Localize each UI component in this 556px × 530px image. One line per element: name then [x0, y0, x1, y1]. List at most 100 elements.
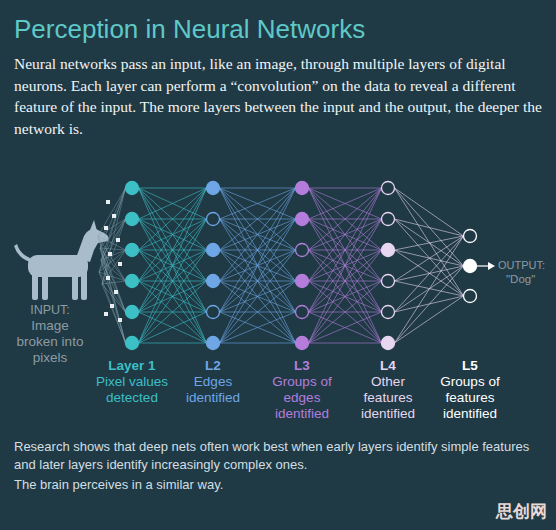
neuron — [296, 337, 309, 350]
connection-line — [220, 188, 296, 312]
connection-line — [309, 219, 382, 343]
pixel-square — [118, 318, 122, 322]
connection-line — [220, 188, 296, 343]
connection-line — [395, 188, 464, 296]
neuron — [382, 306, 395, 319]
output-arrow — [477, 265, 491, 266]
pixel-line — [99, 219, 126, 272]
layer-description: Edges identified — [173, 374, 253, 406]
connection-line — [139, 188, 207, 312]
neuron — [464, 260, 477, 273]
watermark: 思创网 — [496, 500, 547, 523]
note-text: The brain perceives in a similar way. — [14, 476, 544, 494]
connection-line — [309, 250, 382, 343]
connection-line — [220, 188, 296, 250]
connection-line — [220, 188, 296, 189]
pixel-square — [108, 252, 112, 256]
layer-name: Layer 1 — [94, 358, 170, 374]
neuron — [207, 275, 220, 288]
connection-line — [309, 281, 382, 343]
pixel-square — [106, 200, 110, 204]
connection-line — [139, 188, 207, 219]
connection-line — [309, 312, 382, 343]
connection-line — [220, 219, 296, 343]
layer-name: L4 — [348, 358, 428, 374]
connection-line — [139, 188, 207, 250]
pixel-line — [102, 250, 126, 284]
neuron — [382, 182, 395, 195]
connection-line — [309, 343, 382, 344]
connection-line — [220, 188, 296, 281]
neuron — [382, 337, 395, 350]
layer-description: Groups of features identified — [428, 374, 512, 422]
pixel-square — [118, 262, 122, 266]
connection-line — [309, 188, 382, 281]
connection-line — [139, 188, 207, 281]
neuron — [296, 275, 309, 288]
connection-line — [395, 266, 464, 343]
connection-line — [139, 312, 207, 343]
connection-line — [220, 219, 296, 343]
input-description: Image broken into pixels — [12, 318, 88, 366]
connection-line — [309, 281, 382, 343]
connection-line — [309, 312, 382, 343]
neuron — [296, 306, 309, 319]
neuron — [464, 290, 477, 303]
connection-line — [309, 188, 382, 219]
neuron — [207, 244, 220, 257]
connection-line — [139, 188, 207, 250]
pixel-square — [112, 214, 116, 218]
connection-line — [139, 281, 207, 343]
connection-line — [395, 281, 464, 296]
connection-line — [309, 188, 382, 312]
connection-line — [139, 188, 207, 312]
neurons — [126, 182, 477, 350]
neuron — [207, 337, 220, 350]
connection-line — [220, 312, 296, 343]
pixel-square — [110, 304, 114, 308]
neuron — [382, 244, 395, 257]
neuron — [126, 182, 139, 195]
layer-description: Groups of edges identified — [261, 374, 343, 422]
connection-line — [139, 250, 207, 343]
title: Perception in Neural Networks — [14, 14, 365, 45]
pixel-line — [100, 248, 126, 250]
neuron — [126, 275, 139, 288]
pixel-square — [114, 290, 118, 294]
neuron — [207, 213, 220, 226]
pixel-square — [104, 312, 108, 316]
connection-line — [139, 188, 207, 343]
connection-line — [220, 188, 296, 250]
pixel-square — [104, 226, 108, 230]
connection-line — [309, 188, 382, 281]
pixel-line — [102, 284, 126, 312]
body-paragraph: Neural networks pass an input, like an i… — [14, 53, 544, 139]
pixel-line — [98, 236, 126, 312]
layer-description: Other features identified — [348, 374, 428, 422]
connection-line — [139, 188, 207, 343]
pixel-square — [116, 238, 120, 242]
neuron — [207, 306, 220, 319]
pixel-line — [99, 272, 126, 312]
layer-name: L5 — [428, 358, 512, 374]
connection-line — [139, 219, 207, 343]
connection-line — [139, 312, 207, 343]
connection-line — [220, 281, 296, 343]
connection-line — [220, 188, 296, 219]
neuron — [126, 306, 139, 319]
connection-line — [220, 188, 296, 281]
output-value: "Dog" — [506, 273, 535, 285]
neuron — [126, 213, 139, 226]
connection-line — [309, 188, 382, 219]
connection-line — [309, 188, 382, 343]
connection-line — [309, 188, 382, 312]
connection-line — [139, 188, 207, 189]
connection-line — [220, 312, 296, 343]
layer-description: Pixel values detected — [94, 374, 170, 406]
layer-connections — [139, 188, 464, 343]
neuron — [126, 337, 139, 350]
output-heading: OUTPUT: — [498, 259, 545, 271]
pixel-line — [102, 284, 126, 343]
connection-line — [139, 188, 207, 281]
neuron — [296, 244, 309, 257]
